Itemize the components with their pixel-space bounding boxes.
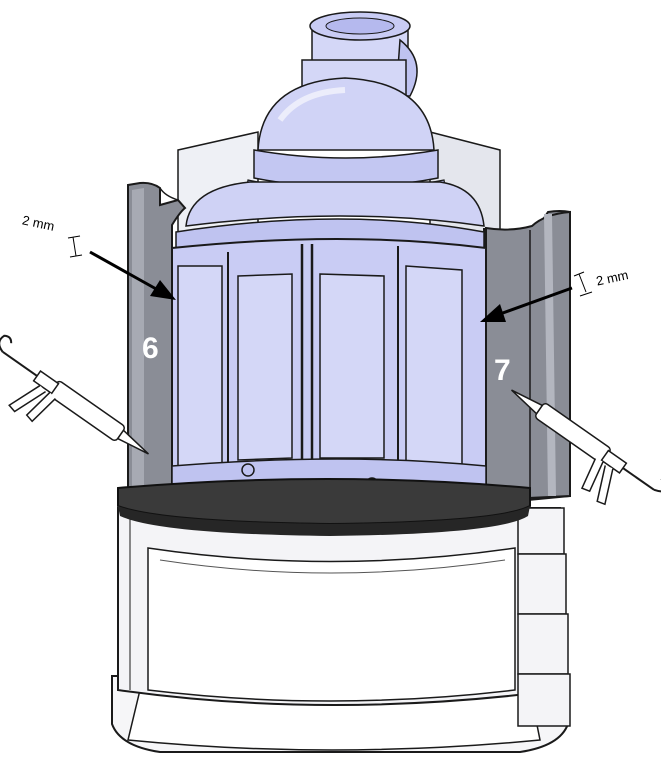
caulking-gun-icon <box>511 389 661 506</box>
panel-number-6: 6 <box>142 332 159 365</box>
side-panel-6 <box>127 181 187 491</box>
left-arrowhead-icon <box>150 280 176 300</box>
dimension-marker-icon <box>573 271 593 297</box>
caulking-gun-icon <box>0 334 149 455</box>
dimension-marker-icon <box>67 235 83 258</box>
left-gap-callout: 2 mm <box>21 212 176 300</box>
stove-front <box>171 238 487 502</box>
right-gap-dimension: 2 mm <box>595 267 630 288</box>
right-gap-callout: 2 mm <box>480 267 630 322</box>
right-arrowhead-icon <box>480 304 506 322</box>
stove-base <box>111 507 571 753</box>
right-arrow-line <box>499 286 573 316</box>
hearth-slab <box>117 478 531 536</box>
left-arrow-line <box>89 250 159 292</box>
flue-collar <box>301 11 418 101</box>
panel-number-7: 7 <box>494 354 511 387</box>
left-gap-dimension: 2 mm <box>21 212 56 233</box>
